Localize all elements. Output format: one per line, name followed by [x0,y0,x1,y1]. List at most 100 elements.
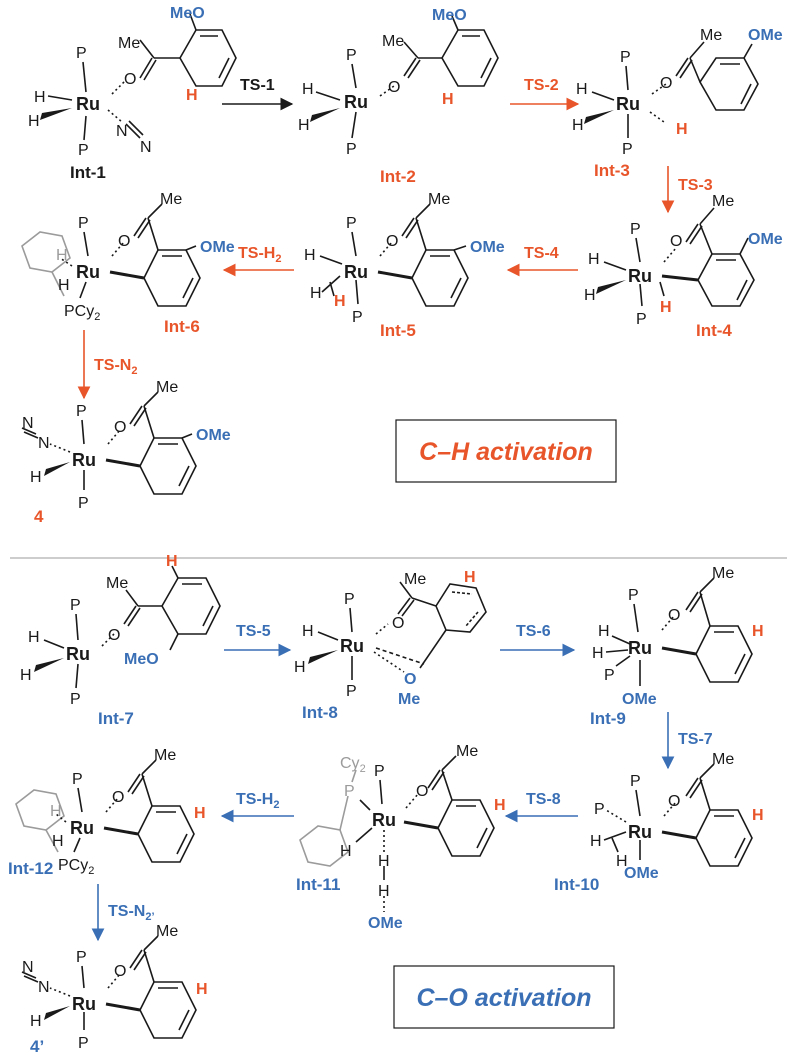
methyl-me: Me [712,193,734,210]
hydride-h: H [572,117,584,134]
agostic-h: H [56,247,68,264]
ruthenium-atom: Ru [76,262,100,282]
dinitrogen-n: N [22,415,34,432]
phosphine-p: P [346,215,357,232]
methoxy-ome: OMe [748,231,783,248]
ring-h: H [166,553,178,570]
dinitrogen-n: N [116,123,128,140]
agostic-h: H [676,121,688,138]
phosphine-p: P [620,49,631,66]
agostic-h: H [50,803,62,820]
ruthenium-atom: Ru [616,94,640,114]
methyl-me: Me [154,747,176,764]
ts-3-label: TS-3 [678,177,713,194]
int-5-label: Int-5 [380,321,416,340]
int-7-label: Int-7 [98,709,134,728]
dihydrogen-h: H [590,833,602,850]
cy2-group: Cy2 [340,755,366,775]
methyl-me: Me [160,191,182,208]
ts-7-label: TS-7 [678,731,713,748]
hydride-h: H [302,623,314,640]
ring-h: H [464,569,476,586]
phosphine-p: P [630,773,641,790]
int-10-structure [603,763,753,867]
int-3-label: Int-3 [594,161,630,180]
ruthenium-atom: Ru [344,92,368,112]
methyl-me: Me [118,35,140,52]
int-4-structure [596,207,755,307]
carbonyl-o: O [112,789,124,806]
methyl-me: Me [428,191,450,208]
carbonyl-o: O [386,233,398,250]
int-2-atoms: Ru P P H H O Me MeO H Int-2 [298,7,467,186]
int-11-structure [355,755,495,912]
int-11-atoms: Ru P Cy2 P H H H O Me H OMe Int-11 [296,743,506,932]
hydride-h: H [298,117,310,134]
phosphine-p: P [78,215,89,232]
ru-hydride-h: H [660,299,672,316]
phosphine-p: P [78,142,89,159]
ruthenium-atom: Ru [340,636,364,656]
carbonyl-o: O [118,233,130,250]
carbonyl-o: O [668,607,680,624]
hydride-h: H [588,251,600,268]
phosphine-p: P [70,597,81,614]
phosphine-p: P [346,47,357,64]
int-6-atoms: Ru P H H PCy2 O Me OMe Int-6 [56,191,235,336]
int-4-label: Int-4 [696,321,732,340]
ruthenium-atom: Ru [76,94,100,114]
bridging-h: H [378,883,390,900]
co-activation-box [393,965,615,1029]
int-6-label: Int-6 [164,317,200,336]
phosphine-p: P [622,141,633,158]
hydride-h: H [592,645,604,662]
int-7-structure [34,565,221,689]
methyl-me: Me [156,379,178,396]
ts-n2-co-label: TS-N2’ [108,903,155,923]
pcy2-group: PCy2 [64,303,100,323]
ring-h: H [752,623,764,640]
phosphine-p: P [344,591,355,608]
phosphine-p: P [70,691,81,708]
int-9-atoms: Ru P H H P O Me H OMe Int-9 [590,565,764,728]
methyl-me: Me [156,923,178,940]
carbonyl-o: O [416,783,428,800]
carbonyl-o: O [108,627,120,644]
ortho-h: H [186,87,198,104]
dihydrogen-h: H [310,285,322,302]
int-9-label: Int-9 [590,709,626,728]
int-1-label: Int-1 [70,163,106,182]
int-8-atoms: Ru P P H H O Me H O Me Int-8 [294,569,476,722]
hydride-h: H [584,287,596,304]
ring-h: H [752,807,764,824]
ts-5-label: TS-5 [236,623,271,640]
int-2-label: Int-2 [380,167,416,186]
ts-2-label: TS-2 [524,77,559,94]
pcy2-group: PCy2 [58,857,94,877]
int-1-atoms: Ru P P H H O Me MeO H N N Int-1 [28,5,205,182]
phosphine-p: P [72,771,83,788]
ruthenium-atom: Ru [66,644,90,664]
int-12-cyclohexyl [15,789,65,853]
int-11-cyclohexyl [299,769,357,867]
hydride-h: H [598,623,610,640]
ruthenium-atom: Ru [628,638,652,658]
product-4-atoms: Ru P P N N H O Me OMe 4 [22,379,231,526]
int-10-label: Int-10 [554,875,599,894]
methoxy-ome: OMe [624,865,659,882]
int-12-structure [55,759,195,863]
phosphine-p: P [630,221,641,238]
ts-h2-label: TS-H2 [238,245,281,265]
phosphine-p: P [78,495,89,512]
hydride-h: H [28,113,40,130]
carbonyl-o: O [392,615,404,632]
product-4-structure [21,391,197,495]
int-5-structure [319,203,469,307]
int-8-structure [308,581,487,680]
dihydrogen-h: H [616,853,628,870]
methyl-me: Me [712,751,734,768]
phosphine-p: P [628,587,639,604]
methoxy-ome: OMe [200,239,235,256]
methoxy-meo: MeO [170,5,205,22]
phosphine-p: P [374,763,385,780]
